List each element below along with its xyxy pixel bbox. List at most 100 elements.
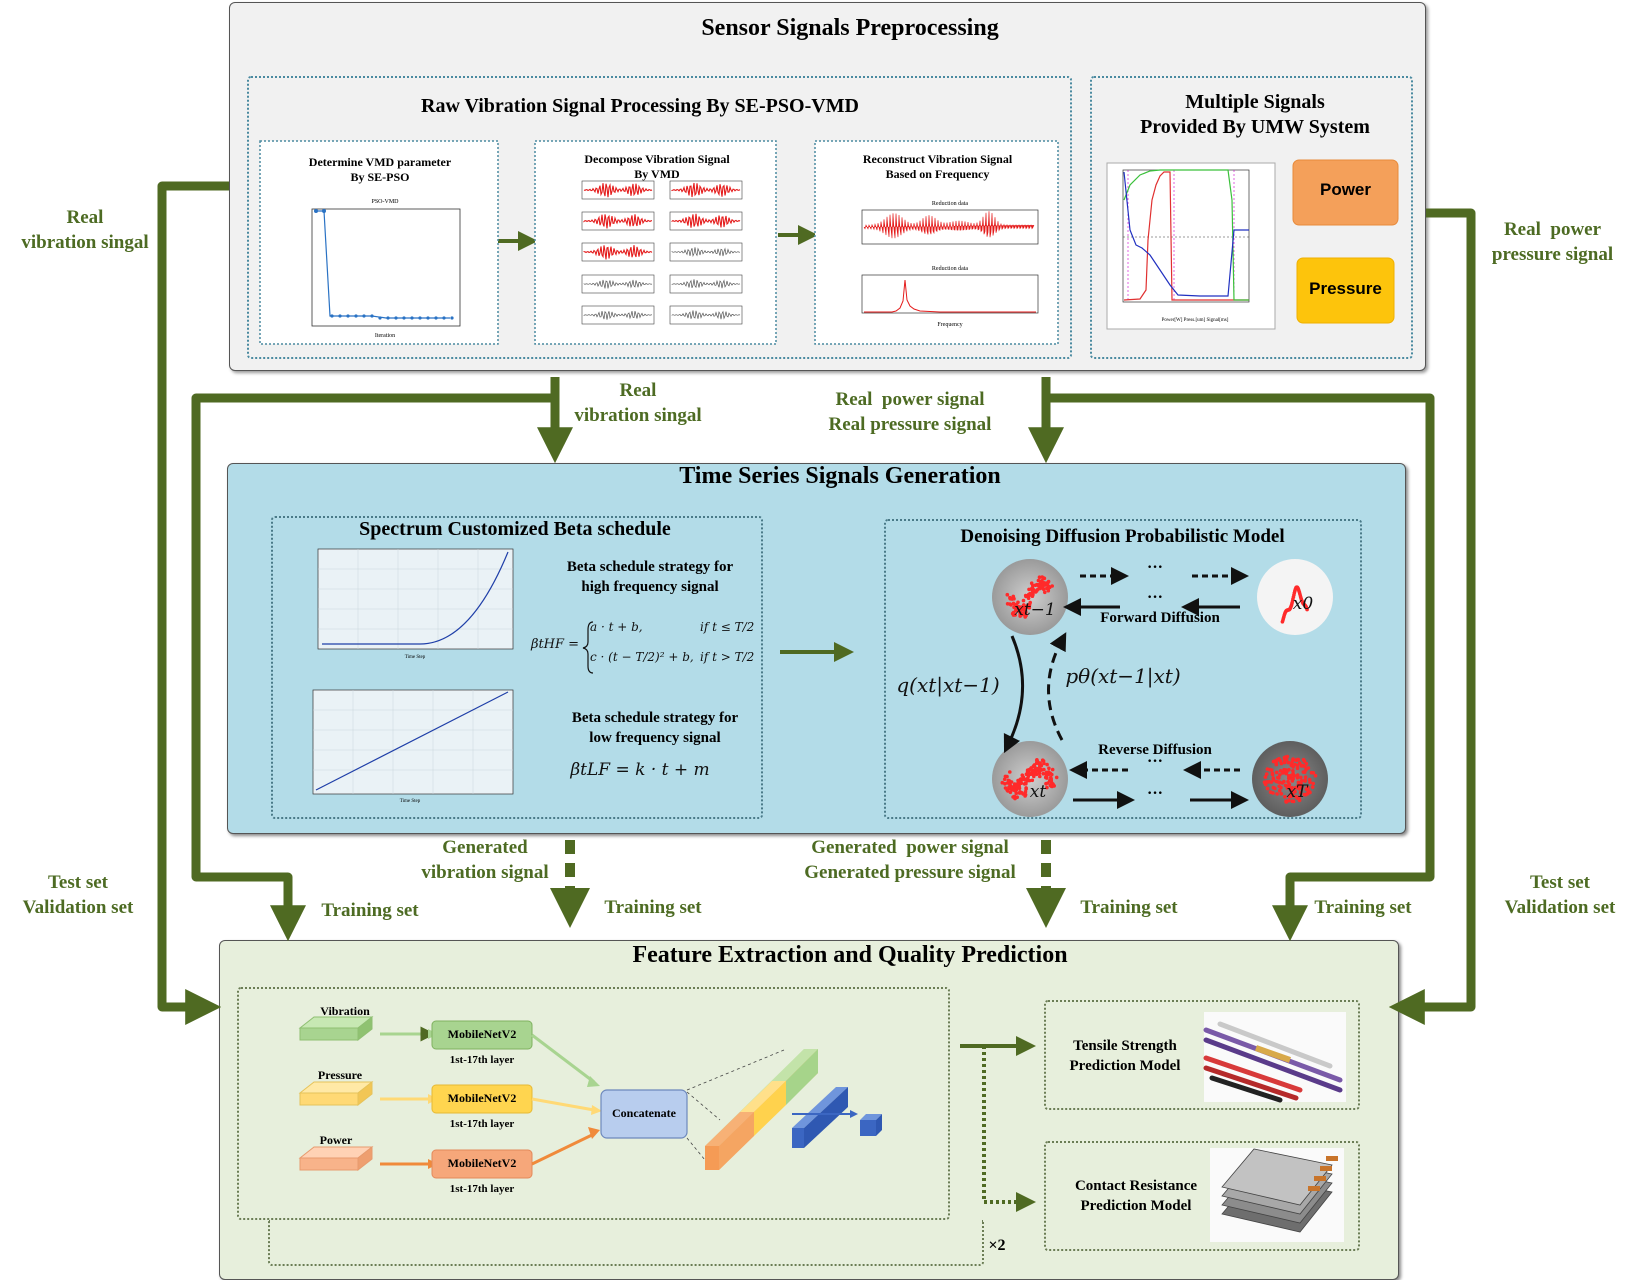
battery-image [1210, 1148, 1344, 1242]
noise-dot [1277, 776, 1281, 780]
noise-dot [1041, 771, 1046, 776]
noise-dot [1286, 760, 1291, 765]
beta-xlabel-low: Time Step [399, 799, 421, 804]
concatenate-label: Concatenate [612, 1106, 676, 1120]
pressure-slab [298, 1080, 374, 1107]
noise-dot [1009, 786, 1014, 791]
noise-dot [1008, 782, 1012, 787]
noise-dot [1044, 581, 1049, 585]
noise-dot [1003, 774, 1008, 779]
noise-dot [1002, 777, 1007, 782]
left-real-vibration-label: Real vibration singal [21, 207, 149, 253]
noise-dot [1039, 763, 1044, 768]
noise-dot [1295, 766, 1300, 771]
contact-label: Contact Resistance Prediction Model [1074, 1178, 1198, 1214]
noise-dot [1295, 763, 1300, 768]
right-inner-arrow [1046, 393, 1435, 942]
tensile-label: Tensile Strength Prediction Model [1069, 1038, 1181, 1074]
noise-dot [1278, 773, 1282, 777]
power-slab [298, 1145, 374, 1172]
vmd-title: Raw Vibration Signal Processing By SE-PS… [421, 95, 859, 117]
beta-high-case1: a · t + b, [590, 620, 643, 634]
noise-dot [1288, 786, 1292, 790]
xT-label: xT [1286, 782, 1308, 802]
noise-dot [1024, 781, 1028, 786]
pressure-label: Pressure [1309, 279, 1382, 298]
noise-dot [1040, 575, 1044, 579]
training-label-4: Training set [1314, 897, 1412, 918]
x-prev-label: xt−1 [1014, 600, 1056, 620]
generation-title: Time Series Signals Generation [679, 463, 1001, 489]
noise-dot [1013, 613, 1017, 617]
noise-dot [1016, 782, 1020, 786]
x0-label: x0 [1292, 594, 1314, 614]
step1-label: Determine VMD parameter By SE-PSO [308, 155, 452, 184]
ellipsis-2: ··· [1146, 589, 1163, 606]
imf-signal [671, 182, 741, 198]
noise-dot [1291, 777, 1295, 781]
step2-label: Decompose Vibration Signal By VMD [584, 152, 730, 181]
q-formula: q(xt|xt−1) [896, 673, 1000, 697]
noise-dot [1019, 605, 1023, 609]
noise-dot [1307, 777, 1312, 782]
noise-dot [1020, 611, 1025, 616]
noise-dot [1299, 775, 1303, 780]
x2-loop [268, 1220, 984, 1266]
noise-dot [1040, 758, 1045, 762]
noise-dot [1044, 773, 1049, 777]
ddpm-subpanel [884, 519, 1362, 819]
noise-dot [1301, 770, 1306, 774]
beta-title: Spectrum Customized Beta schedule [359, 518, 671, 540]
noise-dot [1274, 770, 1279, 775]
step3-plot2-xlabel: Frequency [937, 322, 963, 328]
noise-dot [1308, 780, 1312, 784]
noise-dot [1019, 790, 1024, 795]
noise-dot [1027, 778, 1032, 783]
noise-dot [1270, 772, 1275, 777]
umw-pressure [1123, 169, 1249, 301]
noise-dot [1286, 798, 1291, 803]
noise-dot [1304, 761, 1309, 766]
left-inner-arrow [191, 393, 553, 942]
layer-power-label: 1st-17th layer [449, 1183, 515, 1195]
noise-dot [1003, 786, 1008, 790]
training-label-3: Training set [1080, 897, 1178, 918]
noise-dot [1295, 776, 1300, 780]
beta-high-case2: c · (t − T/2)² + b, [590, 650, 694, 664]
noise-dot [1282, 779, 1286, 784]
vmd-subpanel [247, 76, 1072, 359]
noise-dot [1045, 776, 1049, 780]
noise-dot [1045, 785, 1049, 790]
noise-dot [1031, 770, 1036, 774]
noise-dot [1277, 788, 1282, 793]
noise-dot [1283, 755, 1288, 759]
umw-subpanel [1090, 76, 1413, 359]
noise-dot [1275, 792, 1279, 796]
noise-dot [1037, 575, 1042, 579]
noise-dot [1045, 762, 1049, 767]
noise-dot [1302, 792, 1307, 797]
noise-dot [1023, 789, 1028, 794]
noise-dot [1293, 786, 1298, 790]
beta-high-lhs: βtHF = [530, 637, 580, 652]
noise-dot [1311, 781, 1315, 786]
noise-dot [1006, 789, 1010, 793]
noise-dot [1008, 597, 1013, 601]
noise-dot [1313, 773, 1318, 778]
beta-xlabel-high: Time Step [404, 655, 426, 660]
noise-dot [1276, 780, 1280, 784]
noise-dot [1042, 767, 1046, 772]
umw-title: Multiple Signals Provided By UMW System [1140, 91, 1370, 138]
noise-dot [1021, 776, 1026, 780]
noise-dot [1038, 761, 1042, 765]
noise-dot [1048, 778, 1052, 783]
step3-plot2-title: Reduction data [931, 266, 969, 272]
noise-dot [1047, 766, 1051, 771]
noise-dot [1278, 759, 1283, 763]
right-outer-arrow [1388, 208, 1476, 1025]
noise-dot [1050, 767, 1055, 772]
noise-dot [1029, 591, 1034, 596]
noise-dot [1283, 758, 1287, 763]
noise-dot [1031, 764, 1036, 768]
